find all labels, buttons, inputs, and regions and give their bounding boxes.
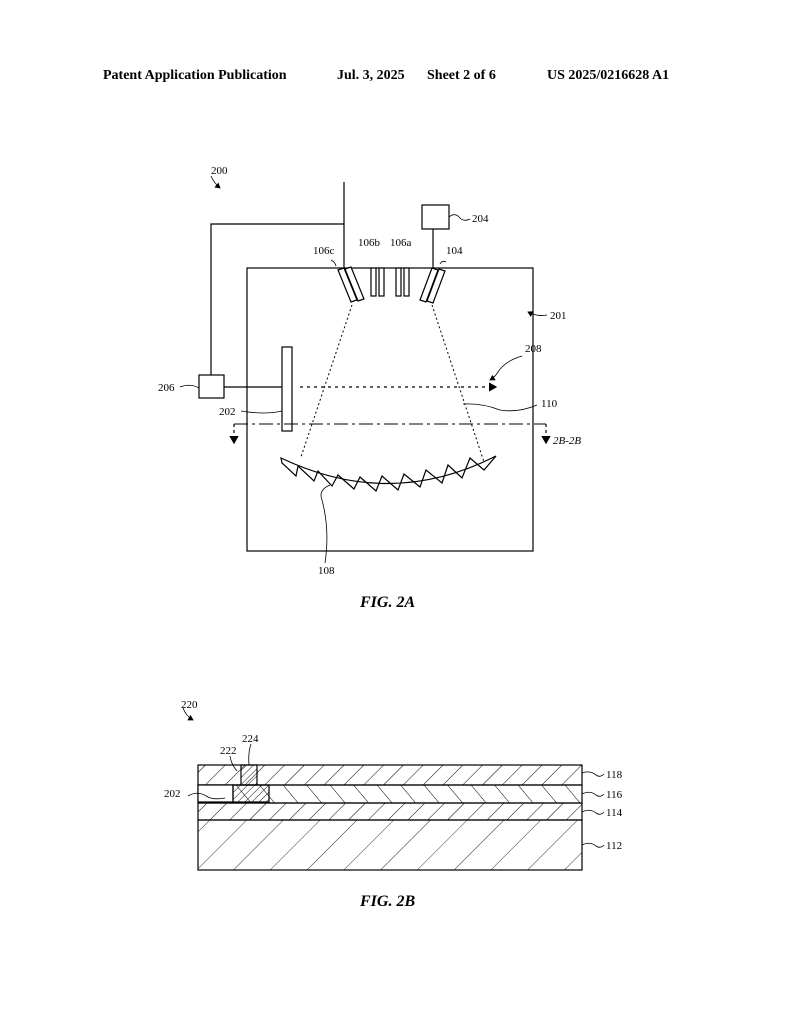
label-204: 204 bbox=[472, 213, 489, 225]
label-106c: 106c bbox=[313, 245, 335, 257]
figure-2a-labels: 200 204 106c 106b 106a 104 201 208 206 1… bbox=[158, 165, 581, 577]
box-206 bbox=[198, 374, 225, 399]
label-224: 224 bbox=[242, 733, 259, 745]
substrate-202-block bbox=[197, 784, 234, 803]
label-222: 222 bbox=[220, 745, 237, 757]
header-number: US 2025/0216628 A1 bbox=[547, 68, 670, 83]
label-108: 108 bbox=[318, 565, 335, 577]
label-208: 208 bbox=[525, 343, 542, 355]
source-104 bbox=[419, 267, 446, 304]
box-204 bbox=[421, 204, 450, 230]
beam-left-edge bbox=[300, 304, 353, 458]
header-sheet: Sheet 2 of 6 bbox=[427, 68, 496, 83]
grating-108 bbox=[280, 455, 497, 493]
label-2b-2b: 2B-2B bbox=[553, 435, 581, 447]
layer-114 bbox=[197, 802, 583, 821]
label-200: 200 bbox=[211, 165, 228, 177]
label-112: 112 bbox=[606, 840, 622, 852]
header-publication: Patent Application Publication bbox=[103, 68, 287, 83]
layer-112 bbox=[197, 819, 583, 871]
element-224 bbox=[240, 764, 258, 786]
label-114: 114 bbox=[606, 807, 623, 819]
chamber-201 bbox=[246, 267, 534, 552]
beam-right-edge bbox=[431, 304, 485, 463]
label-206: 206 bbox=[158, 382, 175, 394]
label-106a: 106a bbox=[390, 237, 412, 249]
label-118: 118 bbox=[606, 769, 623, 781]
label-110: 110 bbox=[541, 398, 558, 410]
substrate-202 bbox=[281, 346, 293, 432]
label-220: 220 bbox=[181, 699, 198, 711]
label-202-b: 202 bbox=[164, 788, 181, 800]
label-106b: 106b bbox=[358, 237, 381, 249]
figure-2b-labels: 220 224 222 202 118 116 114 112 bbox=[164, 699, 623, 852]
label-116: 116 bbox=[606, 789, 623, 801]
header-date: Jul. 3, 2025 bbox=[337, 68, 405, 83]
layer-118 bbox=[197, 764, 583, 786]
label-104: 104 bbox=[446, 245, 463, 257]
figure-2a bbox=[179, 175, 551, 564]
caption-fig-2a: FIG. 2A bbox=[360, 594, 416, 611]
source-106a bbox=[395, 267, 402, 297]
label-201: 201 bbox=[550, 310, 567, 322]
caption-fig-2b: FIG. 2B bbox=[360, 893, 416, 910]
label-202-a: 202 bbox=[219, 406, 236, 418]
source-106b bbox=[370, 267, 377, 297]
source-106c bbox=[337, 266, 365, 303]
element-222 bbox=[232, 784, 270, 803]
figure-2b bbox=[182, 707, 605, 871]
